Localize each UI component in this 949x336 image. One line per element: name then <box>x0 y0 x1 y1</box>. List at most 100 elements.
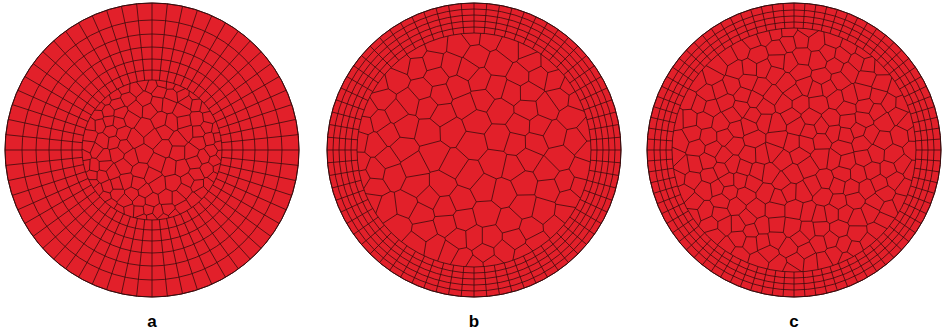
spoke-line <box>900 211 922 224</box>
panel-label: b <box>469 312 479 332</box>
ring-line <box>351 27 597 273</box>
spoke-line <box>328 160 358 163</box>
spoke-line <box>474 3 475 33</box>
spoke-line <box>523 17 536 44</box>
spoke-line <box>25 185 92 224</box>
spoke-line <box>412 256 425 283</box>
spoke-line <box>657 195 680 204</box>
spoke-line <box>219 172 292 196</box>
spoke-line <box>911 107 935 114</box>
polygon-mesh <box>670 26 918 274</box>
spoke-line <box>702 245 718 265</box>
spoke-line <box>589 124 619 129</box>
spoke-line <box>25 77 92 116</box>
spoke-line <box>647 159 672 161</box>
spoke-line <box>174 217 198 290</box>
spoke-line <box>812 5 816 30</box>
spoke-line <box>740 264 749 287</box>
spoke-line <box>533 23 548 49</box>
spoke-line <box>159 220 167 297</box>
spoke-line <box>6 135 83 143</box>
spoke-line <box>380 240 399 263</box>
spoke-line <box>504 263 512 292</box>
spoke-line <box>484 4 487 34</box>
spoke-line <box>332 112 361 120</box>
spoke-line <box>721 256 734 278</box>
ring-line <box>72 70 232 230</box>
spoke-line <box>591 160 621 163</box>
spoke-line <box>474 267 475 297</box>
spoke-line <box>159 4 167 81</box>
spoke-line <box>908 96 931 105</box>
spoke-line <box>347 209 373 224</box>
spoke-line <box>694 42 711 60</box>
spoke-line <box>772 271 776 296</box>
spoke-line <box>361 225 384 244</box>
spoke-line <box>803 272 805 297</box>
spoke-line <box>107 10 131 83</box>
spoke-line <box>751 267 758 291</box>
spoke-line <box>751 10 758 34</box>
spoke-line <box>870 35 886 55</box>
spoke-line <box>913 177 937 183</box>
spoke-line <box>702 35 718 55</box>
ring-line <box>672 28 916 272</box>
spoke-line <box>584 190 612 200</box>
ring-line <box>345 21 603 279</box>
spoke-line <box>347 77 373 92</box>
ring-line <box>333 9 615 291</box>
spoke-line <box>812 271 816 296</box>
spoke-line <box>649 168 674 172</box>
spoke-line <box>66 207 111 269</box>
ring-line <box>61 59 243 241</box>
spoke-line <box>54 41 106 98</box>
spoke-line <box>651 177 675 183</box>
spoke-line <box>174 10 198 83</box>
spoke-line <box>839 13 848 36</box>
spoke-line <box>354 217 379 234</box>
spoke-line <box>222 150 299 151</box>
spoke-line <box>5 150 82 151</box>
ring-mesh <box>5 3 299 297</box>
spoke-line <box>761 7 767 31</box>
spoke-line <box>662 203 685 214</box>
spoke-line <box>8 119 83 135</box>
spoke-line <box>839 264 848 287</box>
spoke-line <box>916 159 941 161</box>
spoke-line <box>18 178 88 209</box>
spoke-line <box>137 4 145 81</box>
spoke-line <box>341 199 368 212</box>
spoke-line <box>916 150 941 151</box>
spoke-line <box>803 3 805 28</box>
spoke-line <box>783 3 785 28</box>
spoke-line <box>12 172 85 196</box>
spoke-line <box>209 191 271 236</box>
spoke-line <box>794 3 795 28</box>
mesh-circle <box>647 3 941 297</box>
spoke-line <box>380 37 399 60</box>
spoke-line <box>889 58 909 74</box>
circle-fill <box>5 3 299 297</box>
spoke-line <box>328 137 358 140</box>
spoke-line <box>711 29 725 50</box>
spoke-line <box>889 226 909 242</box>
spoke-line <box>557 233 578 254</box>
spoke-line <box>877 239 894 257</box>
spoke-line <box>915 168 940 172</box>
spoke-line <box>686 50 704 67</box>
spoke-line <box>66 31 111 93</box>
spoke-line <box>587 112 616 120</box>
spoke-line <box>830 10 837 34</box>
polygon-mesh <box>355 31 593 269</box>
spoke-line <box>863 251 877 272</box>
spoke-line <box>12 105 85 129</box>
ring-line <box>327 3 621 297</box>
ring-mesh <box>327 3 621 297</box>
spoke-line <box>647 150 672 151</box>
spoke-line <box>904 86 927 97</box>
spoke-line <box>908 195 931 204</box>
spoke-line <box>219 105 292 129</box>
spoke-line <box>772 5 776 30</box>
spoke-line <box>370 46 391 67</box>
